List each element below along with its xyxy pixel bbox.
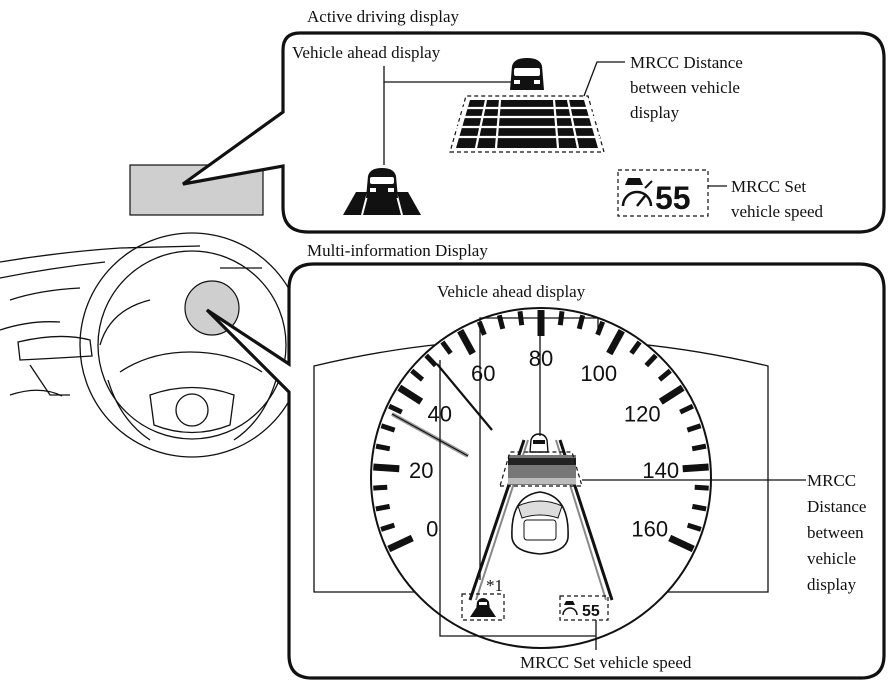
svg-text:between vehicle: between vehicle — [630, 78, 740, 97]
svg-text:display: display — [807, 575, 857, 594]
speedometer-minor-tick — [375, 443, 391, 452]
svg-text:MRCC Set: MRCC Set — [731, 177, 806, 196]
speedometer-minor-tick — [373, 484, 388, 491]
cluster-set-speed-indicator: 55 — [559, 595, 609, 621]
top-distance-label: MRCC Distance between vehicle display — [630, 53, 743, 122]
speedometer-minor-tick — [424, 353, 438, 368]
cluster-vehicle-ahead-label: Vehicle ahead display — [437, 282, 586, 301]
speedometer-major-tick — [387, 534, 414, 553]
cluster-vehicle-ahead-leader — [479, 317, 599, 580]
speedometer-minor-tick — [576, 314, 586, 330]
speedometer-tick-label: 20 — [409, 458, 433, 483]
speedometer-major-tick — [606, 329, 625, 356]
multi-information-display-title: Multi-information Display — [307, 241, 488, 260]
cluster-set-speed-value: 55 — [582, 603, 600, 620]
speedometer-major-tick — [658, 384, 685, 405]
speedometer-needle — [391, 363, 493, 458]
speedometer-major-tick — [668, 534, 695, 553]
footnote-marker: *1 — [486, 576, 503, 595]
top-set-speed-label: MRCC Set vehicle speed — [731, 177, 824, 221]
speedometer-tick-label: 60 — [471, 361, 495, 386]
speedometer-major-tick — [373, 463, 400, 473]
speedometer-minor-tick — [388, 403, 403, 415]
speedometer-minor-tick — [657, 368, 672, 382]
cluster-set-speed-label: MRCC Set vehicle speed — [520, 653, 692, 672]
svg-text:MRCC Distance: MRCC Distance — [630, 53, 743, 72]
svg-text:vehicle speed: vehicle speed — [731, 202, 824, 221]
svg-text:MRCC: MRCC — [807, 471, 856, 490]
speedometer-major-tick — [397, 384, 424, 405]
top-distance-leader — [583, 61, 625, 97]
speedometer-minor-tick — [686, 522, 702, 532]
speedometer-minor-tick — [644, 353, 658, 368]
speedometer-minor-tick — [380, 423, 396, 433]
speedometer-minor-tick — [440, 340, 453, 355]
speedometer-minor-tick — [595, 320, 606, 336]
speedometer-minor-tick — [679, 403, 694, 415]
mrcc-speedometer-icon — [621, 178, 653, 207]
cluster-vehicle-ahead-icon — [461, 593, 505, 621]
speedometer-major-tick — [457, 329, 476, 356]
top-set-speed-indicator: 55 — [617, 169, 709, 217]
speedometer-minor-tick — [375, 503, 391, 512]
top-distance-road-graphic — [449, 58, 605, 153]
svg-text:Distance: Distance — [807, 497, 866, 516]
speedometer-minor-tick — [694, 484, 709, 491]
speedometer-tick-label: 160 — [631, 517, 668, 542]
top-vehicle-ahead-icon — [343, 168, 421, 216]
speedometer-tick-label: 120 — [624, 402, 661, 427]
speedometer-minor-tick — [496, 314, 506, 330]
speedometer-minor-tick — [686, 423, 702, 433]
cluster-distance-road-graphic — [468, 433, 614, 601]
speedometer-minor-tick — [410, 368, 425, 382]
cluster-distance-label: MRCC Distance between vehicle display — [807, 471, 866, 594]
speedometer-minor-tick — [380, 522, 396, 532]
speedometer-tick-label: 140 — [642, 458, 679, 483]
speedometer-tick-label: 80 — [529, 346, 553, 371]
cluster-bottom-leader — [439, 360, 596, 637]
svg-text:between: between — [807, 523, 864, 542]
speedometer-minor-tick — [691, 503, 707, 512]
speedometer-minor-tick — [629, 340, 642, 355]
speedometer-tick-label: 100 — [580, 361, 617, 386]
speedometer-minor-tick — [691, 443, 707, 452]
speedometer-major-tick — [682, 463, 709, 473]
top-vehicle-ahead-label: Vehicle ahead display — [292, 43, 441, 62]
active-driving-display-title: Active driving display — [307, 7, 460, 26]
speedometer-tick-label: 0 — [426, 517, 438, 542]
top-set-speed-value: 55 — [655, 180, 691, 216]
svg-text:display: display — [630, 103, 680, 122]
svg-text:vehicle: vehicle — [807, 549, 856, 568]
mrcc-small-speed-icon — [562, 601, 578, 616]
